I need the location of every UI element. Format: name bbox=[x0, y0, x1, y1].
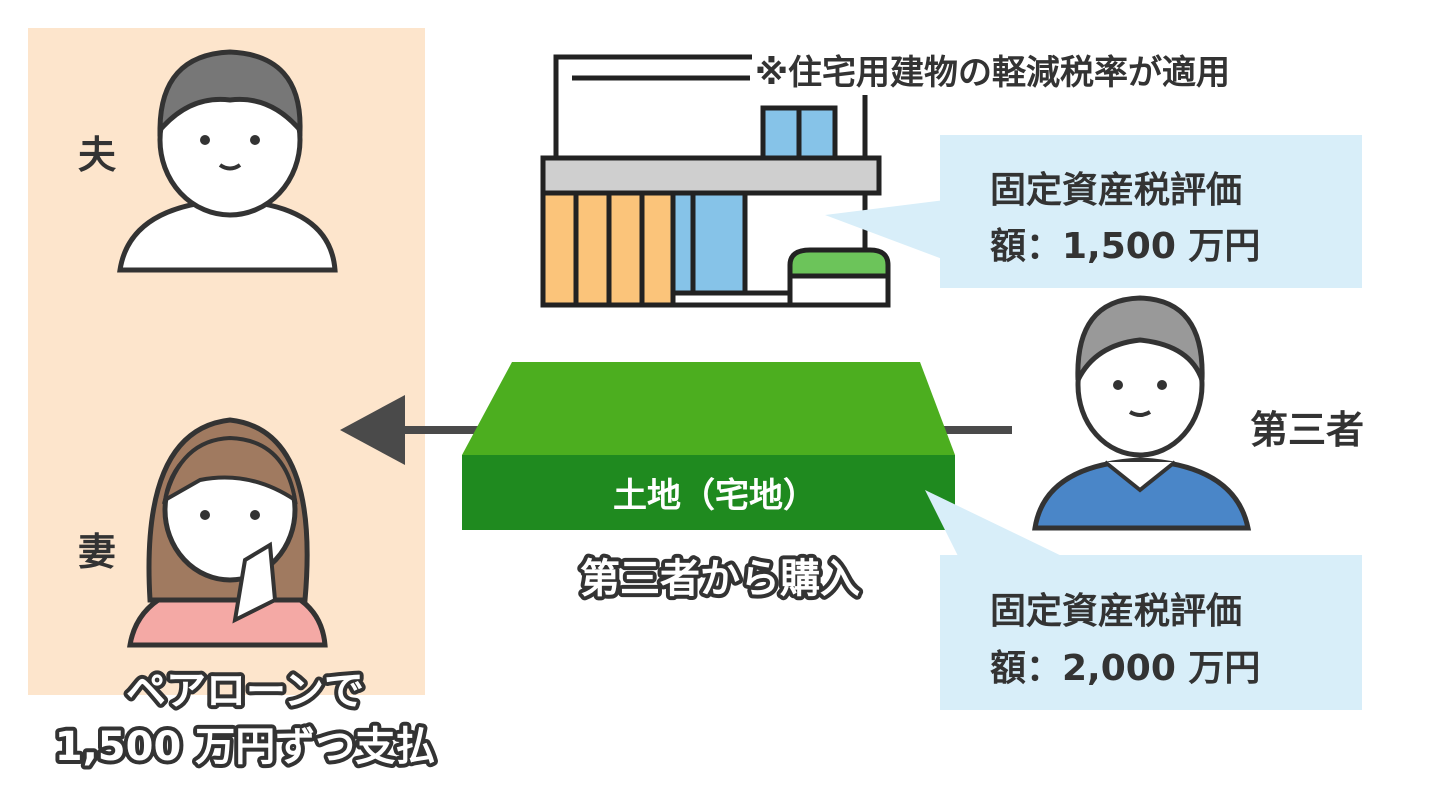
land-top-face bbox=[462, 362, 955, 455]
third-party-illustration bbox=[1032, 295, 1252, 531]
land-label: 土地（宅地） bbox=[613, 476, 817, 516]
land-front-face bbox=[462, 455, 955, 530]
land-valuation-callout bbox=[940, 555, 1362, 710]
house-illustration bbox=[540, 54, 891, 308]
land-purchase-caption: 第三者から購入 bbox=[580, 556, 860, 602]
wife-illustration bbox=[127, 417, 328, 648]
payment-caption-line1: ペアローンで bbox=[126, 668, 364, 714]
land-callout-tail bbox=[925, 490, 1070, 560]
husband-illustration bbox=[117, 49, 338, 273]
building-valuation-line1: 固定資産税評価 bbox=[990, 170, 1242, 211]
payment-caption-line2: 1,500 万円ずつ支払 bbox=[55, 724, 435, 770]
third-party-label: 第三者 bbox=[1250, 408, 1364, 452]
building-valuation-line2: 額：1,500 万円 bbox=[990, 226, 1260, 267]
arrow-head-icon bbox=[340, 395, 405, 465]
building-callout-tail bbox=[825, 200, 945, 260]
land-valuation-line2: 額：2,000 万円 bbox=[990, 648, 1260, 689]
land-valuation-line1: 固定資産税評価 bbox=[990, 591, 1242, 632]
building-valuation-callout bbox=[940, 135, 1362, 288]
wife-label: 妻 bbox=[78, 530, 116, 574]
tax-reduction-note: ※住宅用建物の軽減税率が適用 bbox=[755, 53, 1230, 93]
husband-label: 夫 bbox=[78, 133, 116, 177]
